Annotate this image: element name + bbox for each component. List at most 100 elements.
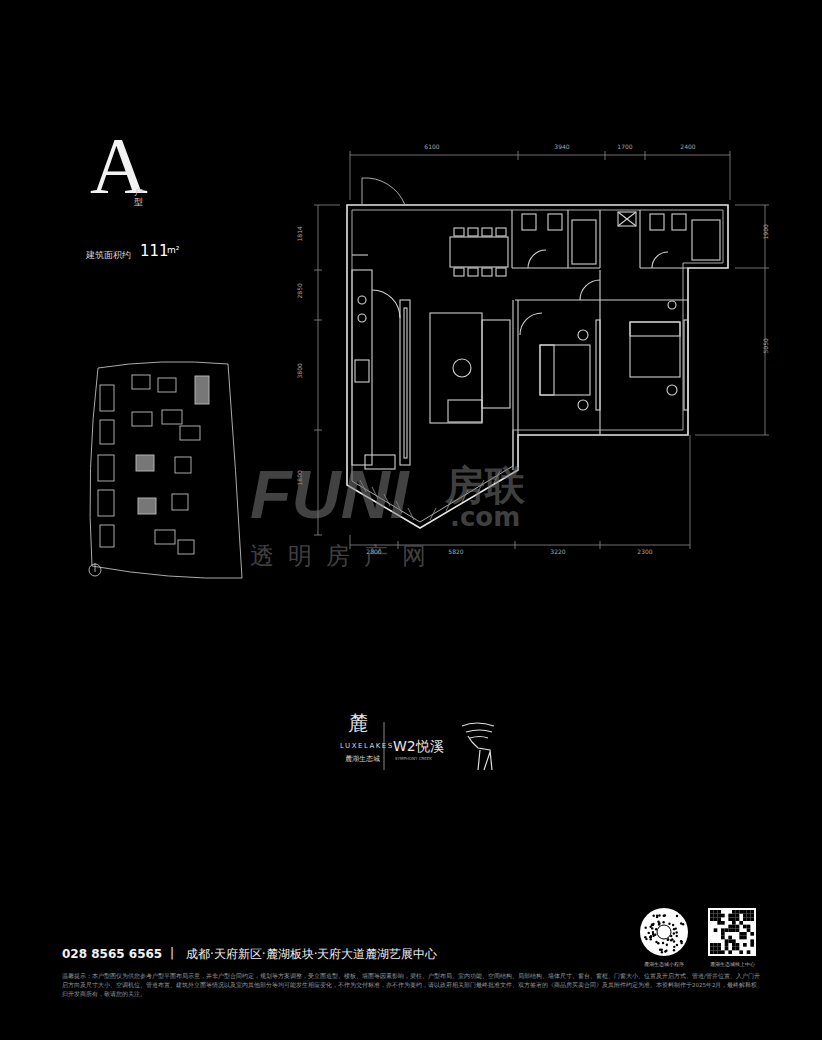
plan-line bbox=[732, 917, 736, 921]
plan-line bbox=[540, 345, 554, 395]
qr-codes bbox=[640, 908, 756, 956]
plan-line bbox=[100, 385, 114, 411]
plan-line bbox=[684, 320, 688, 410]
plan-line bbox=[651, 923, 653, 925]
logo-text: LUXELAKES bbox=[340, 742, 394, 750]
plan-line bbox=[732, 910, 736, 914]
plan-line bbox=[673, 946, 675, 948]
plan-line bbox=[657, 942, 659, 944]
plan-line bbox=[739, 950, 743, 954]
plan-line bbox=[668, 923, 670, 925]
plan-line bbox=[673, 940, 675, 942]
watermark: 房联 bbox=[445, 462, 525, 508]
plan-line bbox=[728, 928, 732, 932]
plan-line bbox=[314, 205, 340, 206]
plan-line bbox=[695, 435, 769, 436]
plan-line bbox=[710, 947, 714, 951]
plan-line bbox=[672, 924, 674, 926]
plan-line bbox=[675, 931, 677, 933]
plan-line bbox=[750, 914, 754, 918]
plan-line bbox=[430, 508, 436, 520]
plan-line bbox=[672, 214, 686, 230]
plan-line bbox=[750, 932, 754, 936]
plan-line bbox=[725, 947, 729, 951]
plan-line bbox=[732, 925, 736, 929]
plan-line bbox=[580, 280, 600, 300]
plan-line bbox=[630, 322, 680, 377]
plan-line bbox=[675, 927, 677, 929]
plan-line bbox=[462, 723, 494, 738]
plan-line bbox=[89, 564, 101, 576]
plan-line bbox=[725, 928, 729, 932]
plan-line bbox=[673, 949, 675, 951]
plan-line bbox=[717, 921, 721, 925]
plan-line bbox=[640, 267, 688, 268]
plan-line bbox=[692, 220, 720, 260]
plan-line bbox=[714, 917, 718, 921]
plan-line bbox=[578, 400, 588, 410]
plan-line bbox=[650, 214, 664, 230]
area-value: 111 bbox=[140, 243, 169, 260]
plan-line bbox=[496, 228, 506, 236]
address: 成都·天府新区·麓湖板块·天府大道麓湖艺展中心 bbox=[186, 948, 437, 962]
plan-line bbox=[314, 535, 322, 536]
plan-line bbox=[404, 308, 407, 458]
phone-number: 028 8565 6565 bbox=[62, 948, 162, 962]
plan-line bbox=[735, 205, 769, 206]
logo-mark: 麓 bbox=[348, 712, 368, 735]
plan-line bbox=[645, 151, 646, 160]
plan-line bbox=[89, 362, 242, 579]
plan-line bbox=[732, 921, 736, 925]
plan-line bbox=[350, 151, 351, 200]
plan-line bbox=[630, 322, 680, 336]
plan-line bbox=[548, 214, 562, 230]
plan-line bbox=[739, 921, 743, 925]
logo-text: 麓湖生态城 bbox=[345, 755, 380, 763]
plan-line bbox=[714, 910, 718, 914]
plan-line bbox=[195, 376, 209, 404]
plan-line bbox=[721, 928, 725, 932]
plan-line bbox=[717, 943, 721, 947]
plan-line bbox=[717, 917, 721, 921]
dimension: 2400 bbox=[680, 144, 695, 151]
area-label: 建筑面积约 bbox=[86, 250, 131, 260]
plan-line bbox=[750, 917, 754, 921]
plan-line bbox=[710, 943, 714, 947]
plan-line bbox=[520, 313, 542, 335]
plan-line bbox=[158, 378, 176, 392]
plan-line bbox=[676, 935, 678, 937]
plan-line bbox=[743, 917, 747, 921]
plan-line bbox=[714, 947, 718, 951]
separator: | bbox=[170, 947, 174, 961]
plan-line bbox=[98, 490, 114, 516]
watermark: 透明房产网 bbox=[250, 543, 440, 571]
plan-line bbox=[721, 936, 725, 940]
dimension: 1814 bbox=[297, 226, 304, 241]
plan-line bbox=[750, 943, 754, 947]
plan-line bbox=[511, 210, 512, 268]
plan-line bbox=[710, 917, 714, 921]
plan-line bbox=[714, 950, 718, 954]
plan-line bbox=[98, 455, 114, 481]
plan-line bbox=[736, 928, 740, 932]
plan-line bbox=[454, 228, 464, 236]
plan-line bbox=[765, 205, 766, 435]
plan-line bbox=[652, 924, 654, 926]
plan-line bbox=[732, 943, 736, 947]
unit-type-label: 户型 bbox=[134, 188, 143, 208]
dimension: 3220 bbox=[550, 549, 565, 556]
plan-line bbox=[522, 214, 536, 230]
plan-line bbox=[750, 910, 754, 914]
plan-line bbox=[656, 915, 658, 917]
plan-line bbox=[743, 910, 747, 914]
plan-line bbox=[666, 944, 668, 946]
plan-line bbox=[512, 300, 513, 470]
plan-line bbox=[736, 917, 740, 921]
plan-line bbox=[662, 942, 664, 944]
plan-line bbox=[482, 320, 510, 408]
plan-line bbox=[372, 290, 400, 318]
plan-line bbox=[662, 921, 664, 923]
plan-line bbox=[721, 914, 725, 918]
plan-line bbox=[649, 936, 651, 938]
plan-line bbox=[747, 950, 751, 954]
